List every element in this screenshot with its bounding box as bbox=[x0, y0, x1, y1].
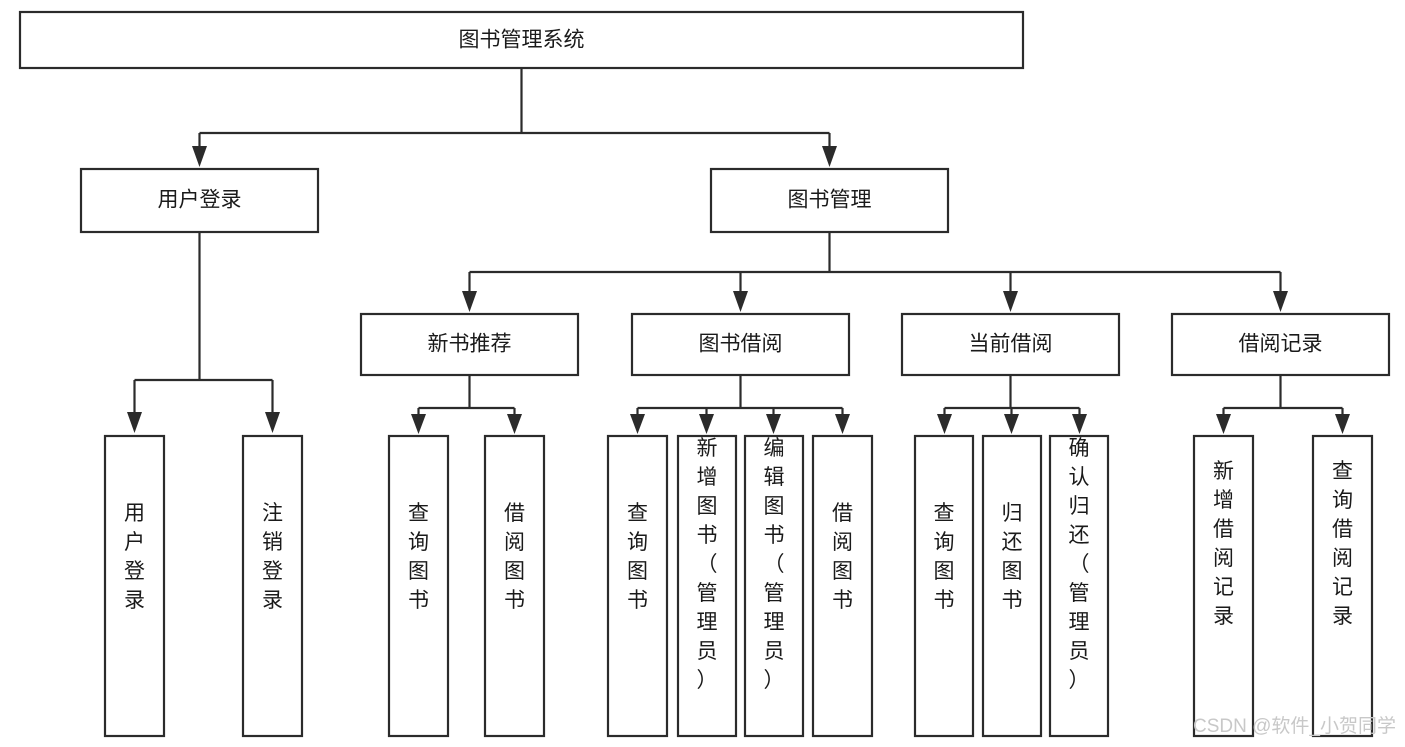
arrowhead-leaf-query-record bbox=[1335, 414, 1350, 434]
node-current-borrow-box[interactable] bbox=[900, 312, 1121, 377]
node-book-management-box[interactable] bbox=[709, 167, 950, 234]
arrowhead-leaf-add-record bbox=[1216, 414, 1231, 434]
node-leaf-edit-book-label: 编辑图书（管理员） bbox=[764, 437, 785, 692]
node-leaf-borrow-book-2-label: 借阅图书 bbox=[832, 502, 853, 612]
node-leaf-edit-book-box[interactable] bbox=[743, 434, 805, 738]
connector-group-book-management bbox=[462, 232, 1288, 312]
arrowhead-book-borrow bbox=[733, 291, 748, 312]
node-leaf-query-record-label: 查询借阅记录 bbox=[1332, 460, 1353, 628]
node-leaf-confirm-return-box[interactable] bbox=[1048, 434, 1110, 738]
node-leaf-query-book-2-label: 查询图书 bbox=[627, 502, 648, 612]
node-leaf-query-book-3-box[interactable] bbox=[913, 434, 975, 738]
node-root-box[interactable] bbox=[18, 10, 1025, 70]
node-root-label: 图书管理系统 bbox=[459, 29, 585, 52]
arrowhead-leaf-query-book-1 bbox=[411, 414, 426, 434]
arrowhead-leaf-add-book bbox=[699, 414, 714, 434]
node-new-book-recommend-label: 新书推荐 bbox=[428, 333, 512, 356]
node-book-management-label: 图书管理 bbox=[788, 189, 872, 212]
node-borrow-record-label: 借阅记录 bbox=[1239, 333, 1323, 356]
node-user-login-box[interactable] bbox=[79, 167, 320, 234]
node-leaf-query-record-box[interactable] bbox=[1311, 434, 1374, 738]
node-leaf-query-book-1-box[interactable] bbox=[387, 434, 450, 738]
node-new-book-recommend-box[interactable] bbox=[359, 312, 580, 377]
arrowhead-current-borrow bbox=[1003, 291, 1018, 312]
arrowhead-leaf-return-book bbox=[1004, 414, 1019, 434]
node-user-login[interactable]: 用户登录 bbox=[79, 167, 320, 234]
arrowhead-leaf-query-book-2 bbox=[630, 414, 645, 434]
node-leaf-borrow-book-1-box[interactable] bbox=[483, 434, 546, 738]
arrowhead-book-management bbox=[822, 146, 837, 167]
node-leaf-user-login-box[interactable] bbox=[103, 434, 166, 738]
node-current-borrow-label: 当前借阅 bbox=[969, 333, 1053, 356]
connector-group-borrow-record bbox=[1216, 375, 1350, 434]
arrowhead-leaf-confirm-return bbox=[1072, 414, 1087, 434]
node-book-borrow-box[interactable] bbox=[630, 312, 851, 377]
node-leaf-query-book-3-label: 查询图书 bbox=[934, 502, 955, 612]
node-leaf-return-book-label: 归还图书 bbox=[1002, 502, 1023, 612]
node-leaf-add-book-box[interactable] bbox=[676, 434, 738, 738]
node-leaf-query-book-2[interactable]: 查询图书 bbox=[606, 434, 669, 738]
node-leaf-borrow-book-1-label: 借阅图书 bbox=[504, 502, 525, 612]
node-leaf-return-book-box[interactable] bbox=[981, 434, 1043, 738]
node-leaf-borrow-book-2[interactable]: 借阅图书 bbox=[811, 434, 874, 738]
node-leaf-confirm-return-label: 确认归还（管理员） bbox=[1069, 437, 1090, 692]
connector-group-book-borrow bbox=[630, 375, 850, 434]
node-book-borrow-label: 图书借阅 bbox=[699, 333, 783, 356]
node-leaf-logout-box[interactable] bbox=[241, 434, 304, 738]
node-leaf-borrow-book-1[interactable]: 借阅图书 bbox=[483, 434, 546, 738]
node-user-login-label: 用户登录 bbox=[158, 189, 242, 212]
node-leaf-query-book-2-box[interactable] bbox=[606, 434, 669, 738]
arrowhead-leaf-edit-book bbox=[766, 414, 781, 434]
node-current-borrow[interactable]: 当前借阅 bbox=[900, 312, 1121, 377]
node-borrow-record[interactable]: 借阅记录 bbox=[1170, 312, 1391, 377]
node-root[interactable]: 图书管理系统 bbox=[18, 10, 1025, 70]
node-leaf-add-record-label: 新增借阅记录 bbox=[1213, 460, 1234, 628]
arrowhead-new-book-recommend bbox=[462, 291, 477, 312]
connector-group-new-book-recommend bbox=[411, 375, 522, 434]
node-borrow-record-box[interactable] bbox=[1170, 312, 1391, 377]
node-leaf-add-book[interactable]: 新增图书（管理员） bbox=[676, 434, 738, 738]
node-leaf-add-record-box[interactable] bbox=[1192, 434, 1255, 738]
arrowhead-leaf-borrow-book-2 bbox=[835, 414, 850, 434]
node-leaf-confirm-return[interactable]: 确认归还（管理员） bbox=[1048, 434, 1110, 738]
node-book-borrow[interactable]: 图书借阅 bbox=[630, 312, 851, 377]
arrowhead-borrow-record bbox=[1273, 291, 1288, 312]
node-leaf-user-login-label: 用户登录 bbox=[124, 502, 145, 612]
arrowhead-user-login bbox=[192, 146, 207, 167]
node-new-book-recommend[interactable]: 新书推荐 bbox=[359, 312, 580, 377]
node-book-management[interactable]: 图书管理 bbox=[709, 167, 950, 234]
node-leaf-logout-label: 注销登录 bbox=[262, 502, 283, 612]
node-leaf-query-book-1-label: 查询图书 bbox=[408, 502, 429, 612]
csdn-watermark: CSDN @软件_小贺同学 bbox=[1193, 715, 1396, 737]
arrowhead-leaf-logout bbox=[265, 412, 280, 433]
node-leaf-add-book-label: 新增图书（管理员） bbox=[697, 437, 718, 692]
node-leaf-return-book[interactable]: 归还图书 bbox=[981, 434, 1043, 738]
node-leaf-query-book-1[interactable]: 查询图书 bbox=[387, 434, 450, 738]
connector-group-root bbox=[192, 68, 837, 167]
node-leaf-user-login[interactable]: 用户登录 bbox=[103, 434, 166, 738]
node-leaf-add-record[interactable]: 新增借阅记录 bbox=[1192, 434, 1255, 738]
node-leaf-query-record[interactable]: 查询借阅记录 bbox=[1311, 434, 1374, 738]
connector-group-current-borrow bbox=[937, 375, 1087, 434]
node-leaf-borrow-book-2-box[interactable] bbox=[811, 434, 874, 738]
node-leaf-query-book-3[interactable]: 查询图书 bbox=[913, 434, 975, 738]
node-leaf-logout[interactable]: 注销登录 bbox=[241, 434, 304, 738]
arrowhead-leaf-borrow-book-1 bbox=[507, 414, 522, 434]
arrowhead-leaf-user-login bbox=[127, 412, 142, 433]
node-leaf-edit-book[interactable]: 编辑图书（管理员） bbox=[743, 434, 805, 738]
connector-group-user-login bbox=[127, 232, 280, 433]
arrowhead-leaf-query-book-3 bbox=[937, 414, 952, 434]
